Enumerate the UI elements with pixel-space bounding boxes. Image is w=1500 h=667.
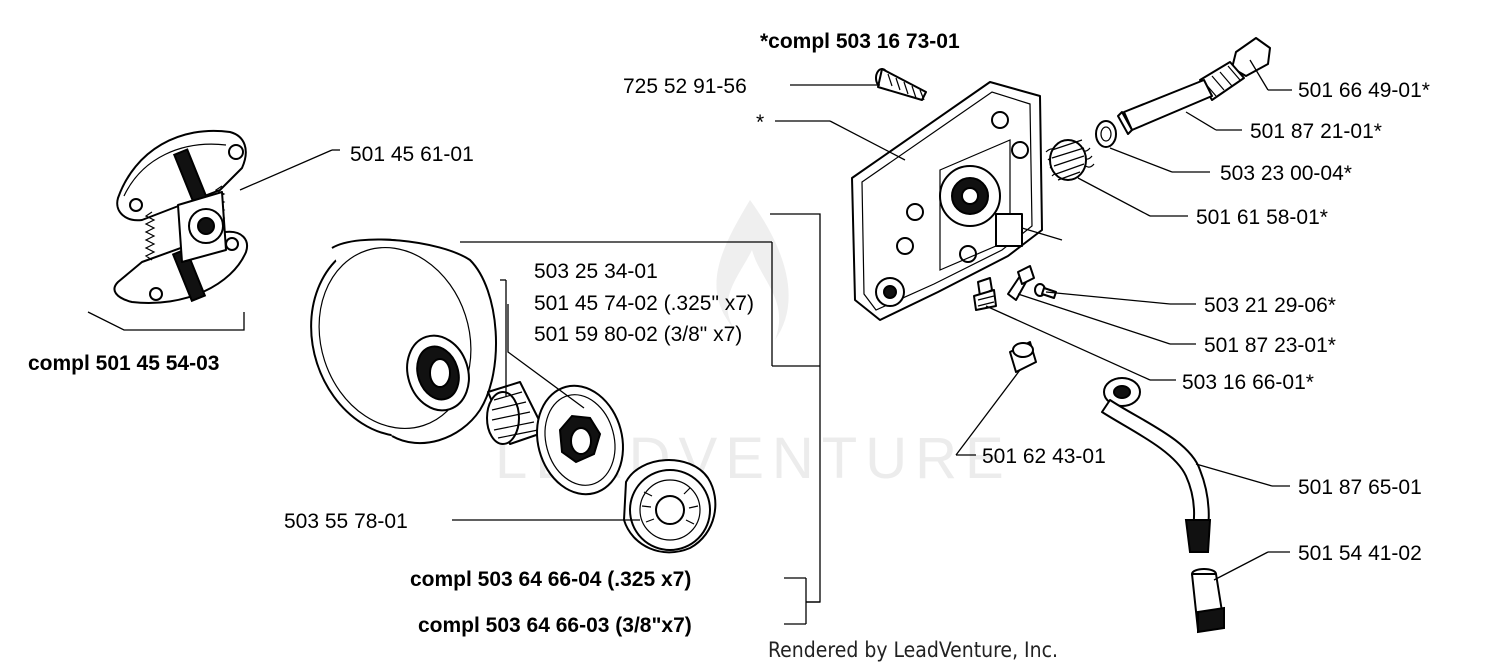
washer-drawing bbox=[1095, 120, 1117, 148]
clutch-assembly-label: compl 501 45 54-03 bbox=[28, 352, 219, 375]
part-label-503-55-78-01: 503 55 78-01 bbox=[284, 510, 408, 533]
screw-drawing bbox=[875, 68, 927, 101]
part-label-501-59-80-02: 501 59 80-02 (3/8" x7) bbox=[534, 323, 742, 346]
clutch-assembly-drawing bbox=[113, 129, 248, 304]
part-label-501-62-43-01: 501 62 43-01 bbox=[982, 445, 1106, 468]
part-label-asterisk: * bbox=[756, 111, 764, 134]
small-parts-drawing bbox=[973, 265, 1057, 311]
part-label-501-87-21-01: 501 87 21-01* bbox=[1250, 120, 1382, 143]
part-label-501-87-65-01: 501 87 65-01 bbox=[1298, 476, 1422, 499]
sleeve-drawing bbox=[1009, 341, 1037, 373]
spur-sprocket-drawing bbox=[623, 459, 717, 554]
watermark-flame-icon bbox=[716, 200, 789, 340]
clutch-drum-drawing bbox=[310, 238, 498, 445]
part-label-725-52-91-56: 725 52 91-56 bbox=[623, 75, 747, 98]
part-labels: *compl 503 16 73-01 725 52 91-56 * 501 4… bbox=[28, 30, 1430, 637]
part-label-501-87-23-01: 501 87 23-01* bbox=[1204, 334, 1336, 357]
part-label-501-66-49-01: 501 66 49-01* bbox=[1298, 79, 1430, 102]
part-label-503-25-34-01: 503 25 34-01 bbox=[534, 260, 658, 283]
part-label-501-54-41-02: 501 54 41-02 bbox=[1298, 542, 1422, 565]
drum-kit-325-label: compl 503 64 66-04 (.325 x7) bbox=[410, 568, 691, 591]
oil-filter-drawing bbox=[1191, 568, 1225, 634]
part-label-503-16-66-01: 503 16 66-01* bbox=[1182, 371, 1314, 394]
part-label-503-21-29-06: 503 21 29-06* bbox=[1204, 294, 1336, 317]
leader-lines bbox=[87, 59, 1292, 625]
rim-sprocket-drawing bbox=[536, 384, 624, 496]
oil-pump-drawing bbox=[851, 81, 1063, 321]
part-label-501-61-58-01: 501 61 58-01* bbox=[1196, 206, 1328, 229]
oil-hose-drawing bbox=[1101, 377, 1212, 553]
pump-spring-drawing bbox=[1045, 139, 1095, 181]
oil-pump-assembly-label: *compl 503 16 73-01 bbox=[760, 30, 960, 53]
footer-credit: Rendered by LeadVenture, Inc. bbox=[768, 638, 1058, 662]
part-label-503-23-00-04: 503 23 00-04* bbox=[1220, 162, 1352, 185]
part-label-501-45-74-02: 501 45 74-02 (.325" x7) bbox=[534, 292, 754, 315]
pump-shaft-drawing bbox=[1117, 37, 1271, 135]
part-label-501-45-61-01: 501 45 61-01 bbox=[350, 143, 474, 166]
drum-kit-38-label: compl 503 64 66-03 (3/8"x7) bbox=[418, 614, 692, 637]
